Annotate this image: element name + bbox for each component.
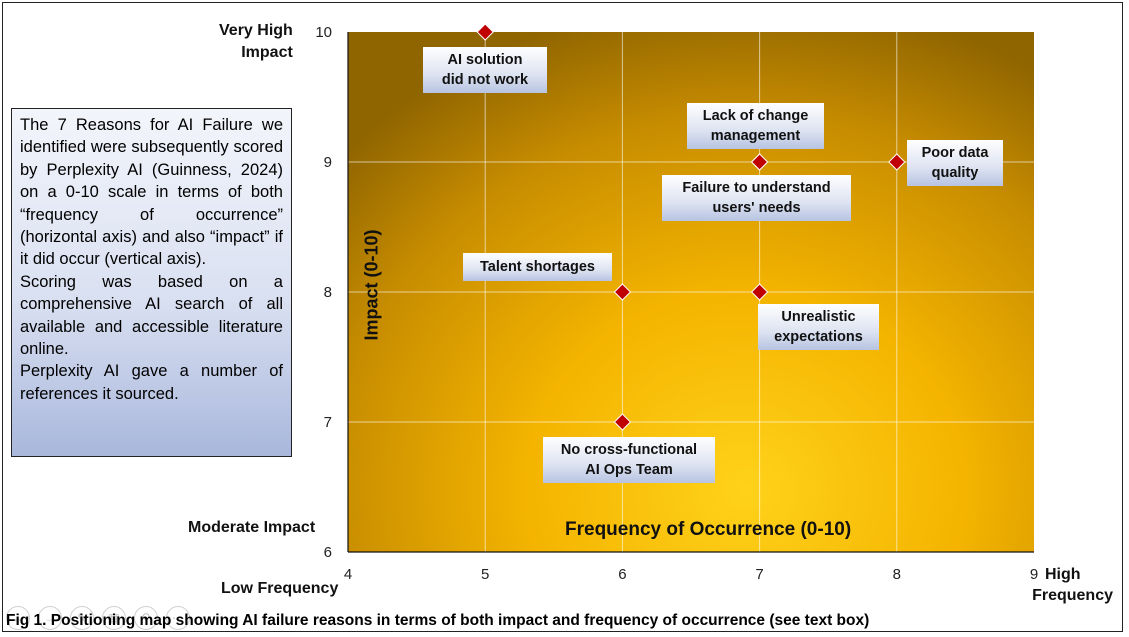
data-point-marker [888,153,906,171]
very-high-impact-line-1: Very High [219,22,293,39]
callout-line: expectations [774,329,863,345]
forward-icon[interactable]: → [38,606,62,630]
x-tick-label: 4 [344,566,352,583]
callout-line: Unrealistic [781,309,856,325]
presentation-toolbar: ← → ✎ ▦ ⚲ ⋯ [6,606,190,630]
x-tick-label: 6 [618,566,626,583]
callout-line: Poor data [921,145,989,161]
callout-talent-shortages: Talent shortages [463,253,612,281]
x-tick-label: 7 [755,566,763,583]
x-tick-label: 5 [481,566,489,583]
info-paragraph-2: Scoring was based on a comprehensive AI … [20,272,283,359]
info-paragraph-1: The 7 Reasons for AI Failure we identifi… [20,116,283,269]
callout-line: users' needs [712,200,801,216]
y-tick-label: 8 [324,284,332,301]
callout-data-quality: Poor data quality [907,140,1003,186]
x-tick-label: 9 [1030,566,1038,583]
x-tick-label: 8 [893,566,901,583]
high-frequency-line-1: High [1045,566,1081,583]
y-tick-label: 9 [324,154,332,171]
callout-line: AI solution [447,52,523,68]
callout-line: Failure to understand [682,180,831,196]
callout-line: did not work [441,72,529,88]
moderate-impact-label: Moderate Impact [188,519,316,536]
x-axis-label: Frequency of Occurrence (0-10) [565,519,852,540]
y-tick-label: 6 [324,544,332,561]
y-tick-label: 7 [324,414,332,431]
callout-ai-solution: AI solution did not work [423,47,547,93]
callout-users-needs: Failure to understand users' needs [662,175,851,221]
data-point-marker [750,283,769,301]
callout-line: management [710,128,801,144]
info-paragraph-3: Perplexity AI gave a number of reference… [20,362,283,403]
data-point-marker [613,413,632,431]
slides-icon[interactable]: ▦ [102,606,126,630]
callout-change-management: Lack of change management [687,103,824,149]
pen-icon[interactable]: ✎ [70,606,94,630]
data-point-marker [613,283,632,301]
back-icon[interactable]: ← [6,606,30,630]
zoom-icon[interactable]: ⚲ [134,606,158,630]
callout-unrealistic-expectations: Unrealistic expectations [758,304,879,350]
figure-caption: Fig 1. Positioning map showing AI failur… [6,612,870,629]
very-high-impact-label: Very High Impact [219,20,293,64]
methodology-text-box: The 7 Reasons for AI Failure we identifi… [11,108,292,457]
high-frequency-line-2: Frequency [1032,587,1113,604]
callout-line: Lack of change [702,108,809,124]
callout-line: quality [931,165,979,181]
more-icon[interactable]: ⋯ [166,606,190,630]
callout-line: Talent shortages [480,259,595,275]
data-point-marker [750,153,769,171]
callout-ai-ops-team: No cross-functional AI Ops Team [543,437,715,483]
data-point-marker [476,23,494,41]
very-high-impact-line-2: Impact [241,44,293,61]
y-axis-label: Impact (0-10) [361,229,382,341]
callout-line: No cross-functional [560,442,698,458]
y-tick-label: 10 [315,24,332,41]
low-frequency-label: Low Frequency [221,580,339,597]
callout-line: AI Ops Team [585,462,673,478]
high-frequency-label: High Frequency [1019,564,1113,606]
